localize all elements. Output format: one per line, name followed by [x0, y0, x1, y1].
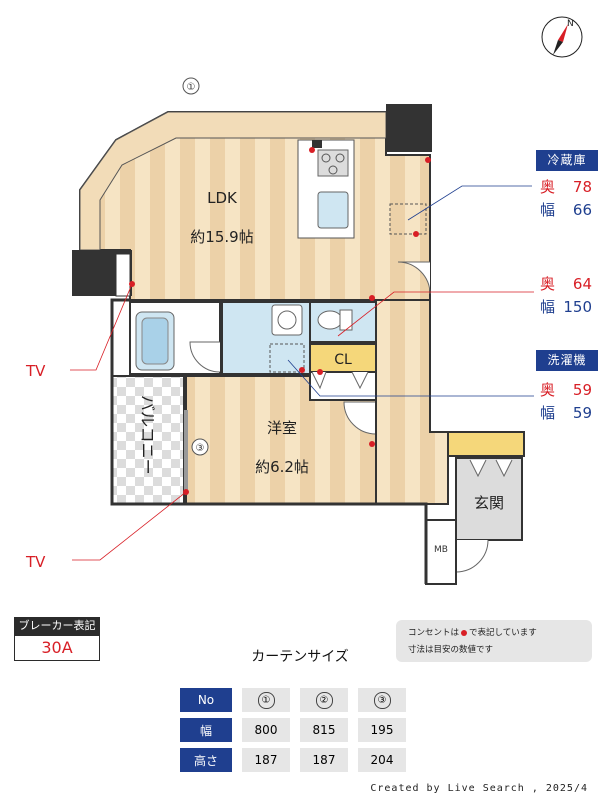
outlet-markers [129, 147, 431, 495]
note-line-2: 寸法は目安の数値です [408, 645, 494, 655]
outlet-dot-icon [461, 629, 468, 636]
compass-icon: N [541, 16, 583, 58]
table-row: No ① ② ③ [180, 688, 406, 712]
washer-title: 洗濯機 [536, 350, 598, 371]
western-size: 約6.2帖 [255, 458, 309, 476]
ldk-size: 約15.9帖 [190, 228, 253, 246]
table-row: 高さ 187 187 204 [180, 748, 406, 772]
note-line-1: コンセントはで表記しています [408, 628, 537, 638]
entrance-floor [455, 457, 523, 541]
svg-text:③: ③ [196, 443, 205, 454]
table-row: 幅 800 815 195 [180, 718, 406, 742]
curtain-table: No ① ② ③ 幅 800 815 195 高さ 187 187 204 [170, 682, 416, 778]
window-marker-1: ① [182, 77, 200, 95]
washer-space [269, 343, 305, 373]
fridge-space [389, 203, 427, 235]
compass-north-label: N [567, 19, 574, 29]
entrance-label: 玄関 [474, 494, 504, 512]
hallway-floor [375, 299, 449, 505]
svg-text:①: ① [187, 82, 196, 93]
ldk-name: LDK [207, 189, 238, 207]
window-marker-3: ③ [191, 438, 209, 456]
meter-box [425, 519, 457, 585]
door-ldk-right [397, 261, 431, 295]
shoe-cabinet [447, 431, 525, 457]
closet [309, 343, 377, 373]
curtain-title: カーテンサイズ [251, 649, 349, 665]
breaker-value: 30A [14, 635, 100, 661]
pillar-top-right [386, 104, 432, 152]
breaker-title: ブレーカー表記 [14, 617, 100, 635]
balcony-label: バルコニー [138, 395, 157, 475]
kitchen-counter [297, 139, 355, 239]
credit-text: Created by Live Search , 2025/4 [370, 783, 588, 794]
tv-label-2: TV [26, 553, 46, 571]
western-name: 洋室 [267, 419, 297, 437]
svg-text:MB: MB [434, 545, 448, 555]
closet-label: CL [334, 352, 352, 368]
notes-box: コンセントはで表記しています 寸法は目安の数値です [396, 620, 592, 662]
fridge-title: 冷蔵庫 [536, 150, 598, 171]
tv-label-1: TV [26, 362, 46, 380]
western-room-floor [185, 375, 377, 505]
